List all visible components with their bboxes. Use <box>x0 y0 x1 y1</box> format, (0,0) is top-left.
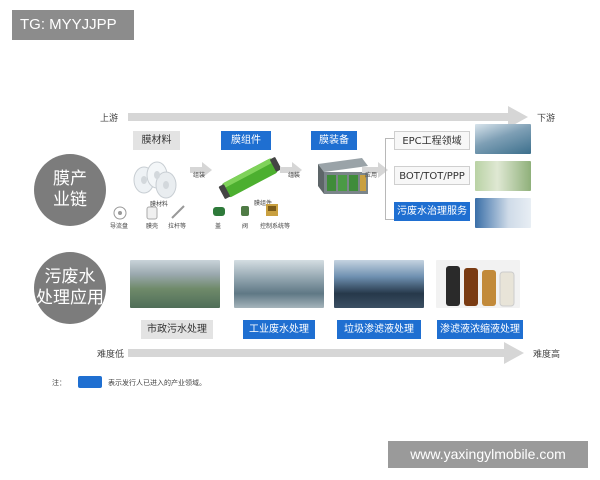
bot-photo <box>475 161 531 191</box>
app-industrial: 工业废水处理 <box>243 320 315 339</box>
url-watermark: www.yaxingylmobile.com <box>388 441 588 468</box>
wastewater-app-circle: 污废水 处理应用 <box>34 252 106 324</box>
control-label: 控制系统等 <box>260 223 291 230</box>
landfill-photo <box>334 260 424 308</box>
app-municipal: 市政污水处理 <box>141 320 213 339</box>
tie-rod-icon <box>171 205 185 219</box>
service-bot: BOT/TOT/PPP <box>394 166 470 185</box>
difficulty-low-label: 难度低 <box>97 350 125 360</box>
cover-label: 盖 <box>215 223 222 230</box>
stage-membrane-equipment: 膜装备 <box>311 131 357 150</box>
upstream-label: 上游 <box>100 114 119 124</box>
guide-label: 导流盘 <box>110 223 129 230</box>
module-label: 膜组件 <box>254 200 273 207</box>
epc-photo <box>475 124 531 154</box>
guide-disc-icon <box>113 206 127 220</box>
watermark-badge: TG: MYYJJPP <box>12 10 134 40</box>
rod-label: 拉杆等 <box>168 223 187 230</box>
arrow-equipment-to-services <box>362 162 388 178</box>
legend-note: 注： <box>52 379 66 387</box>
roll-label: 膜材料 <box>150 201 169 208</box>
industrial-photo <box>234 260 324 308</box>
membrane-module-icon <box>218 157 282 199</box>
legend-text: 表示发行人已进入的产业领域。 <box>108 379 206 387</box>
services-bracket <box>385 138 394 220</box>
service-epc: EPC工程领域 <box>394 131 470 150</box>
app-circle-line1: 污废水 <box>44 267 96 287</box>
arrow-material-to-module <box>190 162 212 178</box>
app-circle-line2: 处理应用 <box>36 288 104 308</box>
apply-label: 应用 <box>365 172 378 179</box>
shell-label: 膜壳 <box>146 223 159 230</box>
upstream-downstream-arrow <box>128 106 528 128</box>
municipal-photo <box>130 260 220 308</box>
app-concentrate: 渗滤液浓缩液处理 <box>437 320 523 339</box>
service-wastewater: 污废水治理服务 <box>394 202 470 221</box>
chain-circle-line2: 业链 <box>53 190 87 210</box>
downstream-label: 下游 <box>537 114 556 124</box>
cover-icon <box>213 207 225 216</box>
valve-label: 阀 <box>242 223 249 230</box>
control-system-icon <box>266 204 278 216</box>
chain-circle-line1: 膜产 <box>53 169 87 189</box>
difficulty-arrow <box>128 342 524 364</box>
stage-membrane-module: 膜组件 <box>221 131 271 150</box>
membrane-roll-icon <box>133 161 177 199</box>
assemble-label-1: 组装 <box>193 172 206 179</box>
legend-swatch <box>78 376 102 388</box>
app-landfill: 垃圾渗滤液处理 <box>337 320 421 339</box>
valve-icon <box>241 206 249 216</box>
membrane-chain-circle: 膜产 业链 <box>34 154 106 226</box>
membrane-equipment-icon <box>318 158 368 194</box>
service-photo <box>475 198 531 228</box>
material-panel: 膜材料 导流盘 膜壳 拉杆等 <box>110 154 190 230</box>
membrane-shell-icon <box>146 206 158 220</box>
bottles-icon <box>446 266 515 307</box>
arrow-module-to-equipment <box>280 162 302 178</box>
assemble-label-2: 组装 <box>288 172 301 179</box>
stage-membrane-material: 膜材料 <box>133 131 180 150</box>
difficulty-high-label: 难度高 <box>533 350 561 360</box>
concentrate-photo <box>436 260 520 308</box>
module-panel: 膜组件 盖 阀 控制系统等 <box>208 154 298 230</box>
